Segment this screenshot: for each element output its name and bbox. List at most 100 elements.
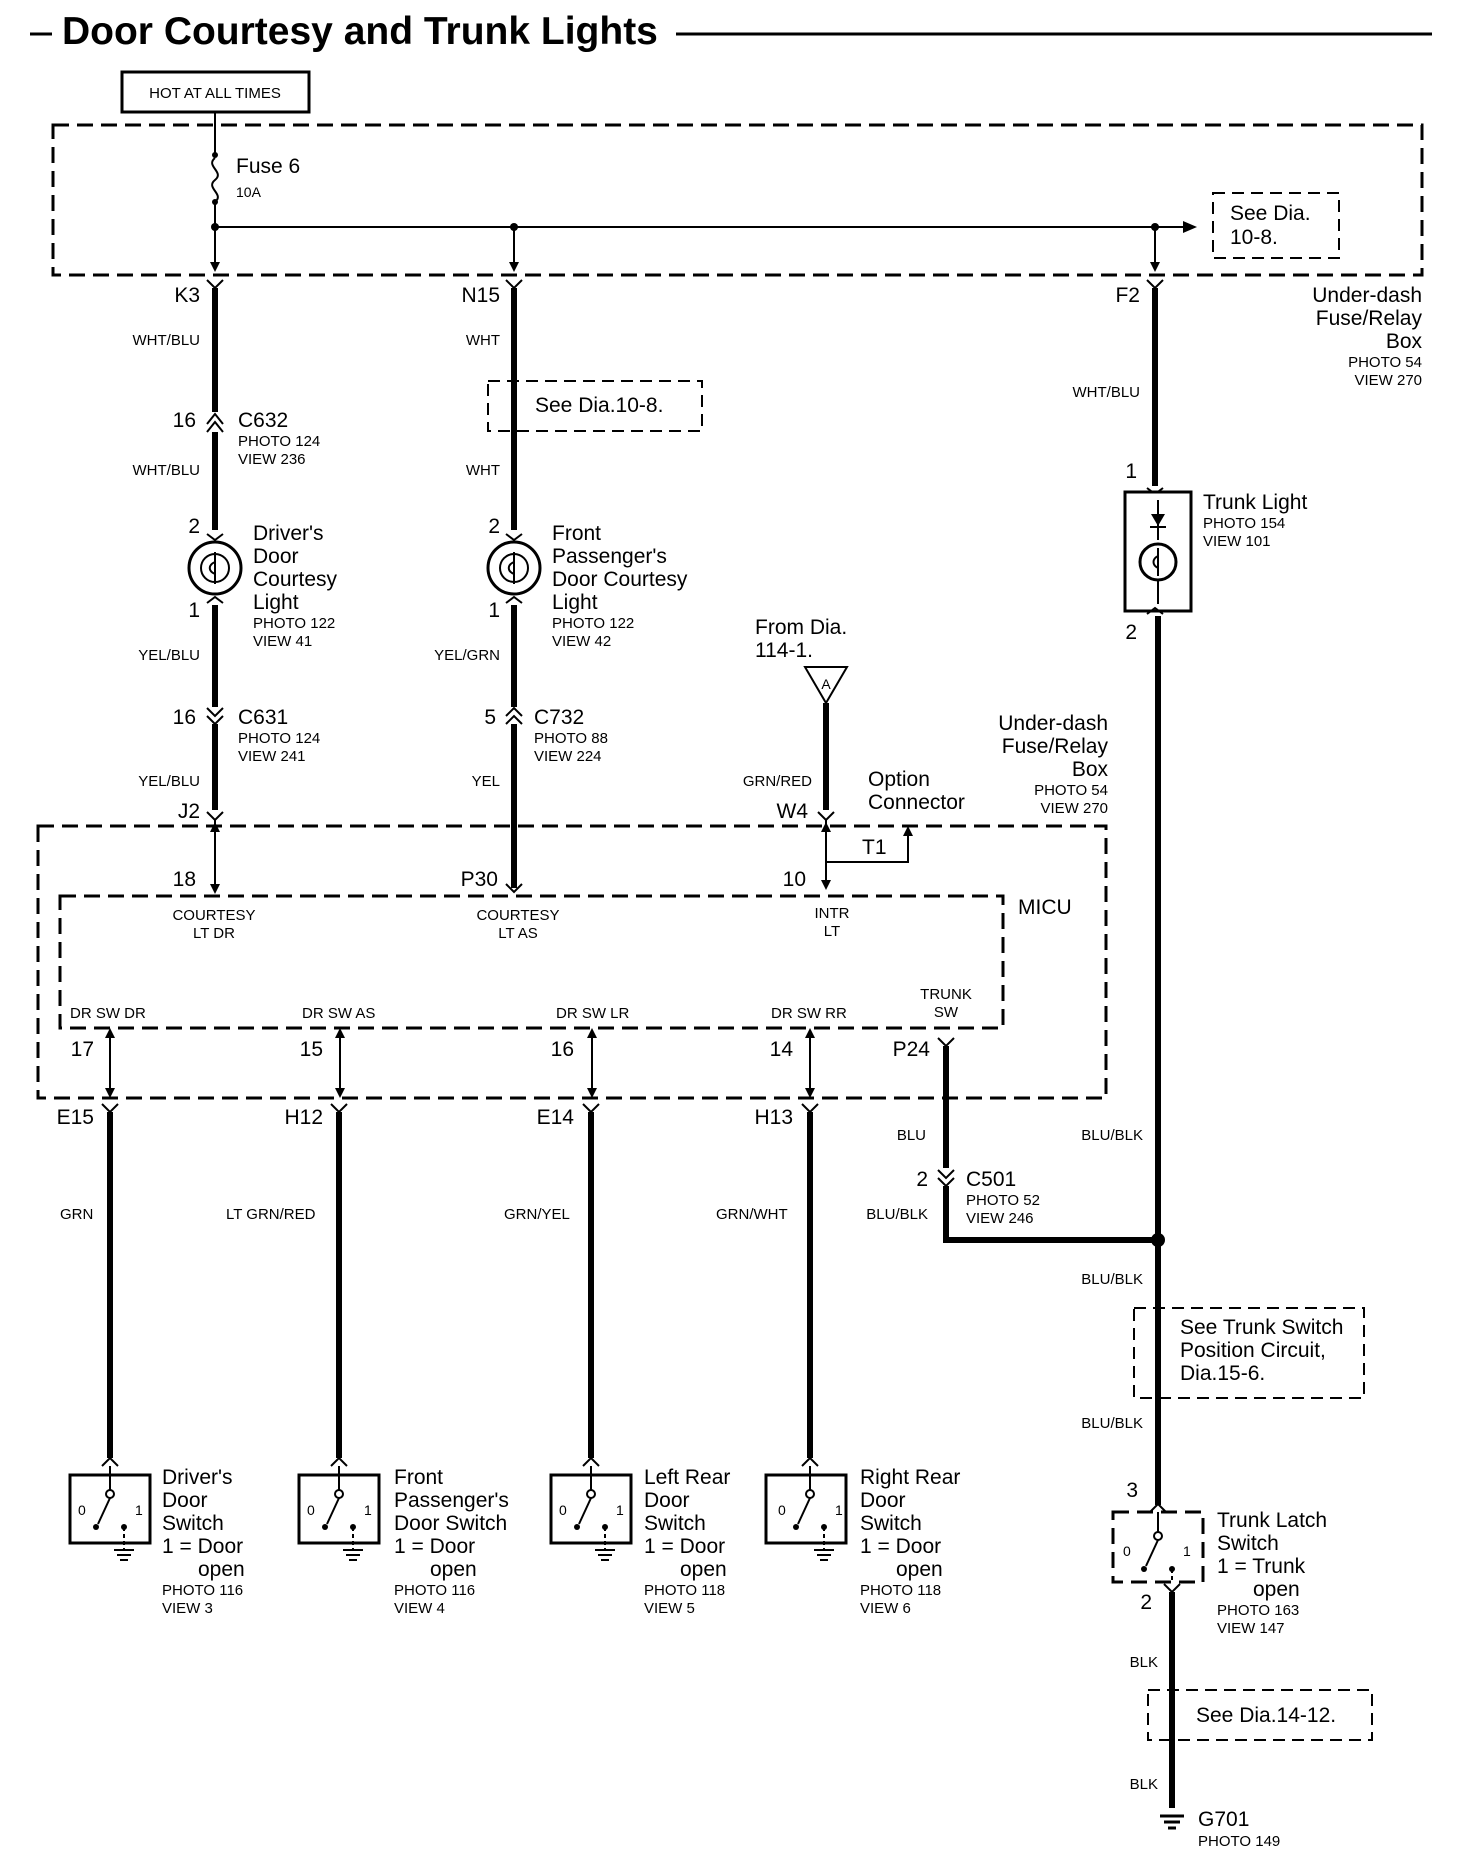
micu-name: MICU [1018, 896, 1072, 919]
svg-text:VIEW 246: VIEW 246 [966, 1210, 1034, 1227]
svg-text:1 = Door: 1 = Door [162, 1535, 243, 1558]
svg-text:YEL/BLU: YEL/BLU [138, 773, 200, 790]
micu-intr-lt: INTR LT [815, 905, 850, 940]
svg-text:VIEW 224: VIEW 224 [534, 748, 602, 765]
fuse-box-label: Under-dash Fuse/Relay Box PHOTO 54 VIEW … [1312, 284, 1422, 389]
hot-at-all-times-label: HOT AT ALL TIMES [149, 85, 281, 102]
ground-g701-symbol [1160, 1814, 1184, 1830]
door-switch-wires [101, 1103, 819, 1458]
svg-text:LT: LT [824, 923, 840, 940]
micu-dr-sw-rr: DR SW RR [771, 1005, 847, 1022]
svg-text:GRN/RED: GRN/RED [743, 773, 812, 790]
svg-text:2: 2 [916, 1168, 928, 1191]
terminal-w4: W4 [777, 800, 809, 823]
svg-text:16: 16 [173, 706, 196, 729]
connector-c732-symbol [505, 706, 523, 725]
svg-text:PHOTO 54: PHOTO 54 [1034, 782, 1108, 799]
svg-text:WHT/BLU: WHT/BLU [1073, 384, 1141, 401]
svg-text:C732: C732 [534, 706, 584, 729]
svg-text:PHOTO 122: PHOTO 122 [552, 615, 634, 632]
svg-text:C631: C631 [238, 706, 288, 729]
svg-text:P30: P30 [461, 868, 498, 891]
svg-text:PHOTO 154: PHOTO 154 [1203, 515, 1285, 532]
svg-text:VIEW 241: VIEW 241 [238, 748, 306, 765]
passenger-door-switch: 0 1 [297, 1456, 381, 1561]
svg-text:C632: C632 [238, 409, 288, 432]
fuse-symbol [211, 157, 219, 203]
svg-text:Switch: Switch [860, 1512, 922, 1535]
svg-text:1: 1 [1183, 1543, 1191, 1559]
connector-c631-symbol [206, 707, 224, 726]
svg-text:Right Rear: Right Rear [860, 1466, 960, 1489]
micu-trunk-sw: TRUNK SW [920, 986, 972, 1021]
svg-text:18: 18 [173, 868, 196, 891]
svg-text:SW: SW [934, 1004, 959, 1021]
svg-text:1 = Trunk: 1 = Trunk [1217, 1555, 1306, 1578]
svg-text:PHOTO 122: PHOTO 122 [253, 615, 335, 632]
left-rear-door-switch: 0 1 [549, 1456, 633, 1561]
svg-text:See Dia.: See Dia. [1230, 202, 1311, 225]
svg-text:Driver's: Driver's [162, 1466, 233, 1489]
svg-text:1: 1 [616, 1502, 624, 1518]
splice-point [1151, 1233, 1165, 1247]
svg-text:G701: G701 [1198, 1808, 1249, 1831]
svg-text:Position Circuit,: Position Circuit, [1180, 1339, 1326, 1362]
wire-label-e15: GRN [60, 1206, 93, 1223]
see-dia-10-8-ref: See Dia.10-8. [487, 380, 703, 432]
svg-text:PHOTO 116: PHOTO 116 [394, 1582, 475, 1599]
svg-text:PHOTO 88: PHOTO 88 [534, 730, 608, 747]
svg-text:5: 5 [484, 706, 496, 729]
connector-c501-symbol [937, 1169, 955, 1188]
fuse-name: Fuse 6 [236, 155, 300, 178]
svg-text:VIEW 3: VIEW 3 [162, 1600, 213, 1617]
svg-text:WHT: WHT [466, 332, 500, 349]
svg-text:Switch: Switch [162, 1512, 224, 1535]
svg-text:LT DR: LT DR [193, 925, 235, 942]
left-rear-door-switch-label: Left Rear Door Switch 1 = Door open PHOT… [644, 1466, 730, 1617]
trunk-light-label: Trunk Light PHOTO 154 VIEW 101 [1203, 491, 1307, 550]
svg-text:0: 0 [1123, 1543, 1131, 1559]
bus-arrow [1183, 221, 1197, 233]
svg-text:VIEW 236: VIEW 236 [238, 451, 306, 468]
svg-text:VIEW 101: VIEW 101 [1203, 533, 1271, 550]
see-dia-14-12-ref: See Dia.14-12. [1147, 1689, 1373, 1741]
svg-text:1: 1 [835, 1502, 843, 1518]
svg-text:1: 1 [364, 1502, 372, 1518]
svg-text:A: A [821, 676, 831, 692]
passenger-door-switch-label: Front Passenger's Door Switch 1 = Door o… [394, 1466, 509, 1617]
svg-text:PHOTO 118: PHOTO 118 [644, 1582, 725, 1599]
svg-text:LT AS: LT AS [498, 925, 537, 942]
svg-text:Front: Front [552, 522, 601, 545]
driver-door-courtesy-light-symbol [187, 540, 243, 596]
svg-text:Connector: Connector [868, 791, 965, 814]
see-dia-10-8-ref-box: See Dia. 10-8. [1212, 192, 1340, 259]
svg-text:0: 0 [307, 1502, 315, 1518]
wire-label-e14: GRN/YEL [504, 1206, 570, 1223]
svg-text:Door Courtesy: Door Courtesy [552, 568, 688, 591]
svg-text:14: 14 [770, 1038, 794, 1061]
passenger-door-courtesy-light-label: Front Passenger's Door Courtesy Light PH… [552, 522, 688, 650]
svg-text:Under-dash: Under-dash [1312, 284, 1422, 307]
svg-text:BLK: BLK [1130, 1776, 1158, 1793]
svg-text:Door: Door [644, 1489, 690, 1512]
svg-text:C501: C501 [966, 1168, 1016, 1191]
micu-dr-sw-as: DR SW AS [302, 1005, 375, 1022]
svg-text:Box: Box [1072, 758, 1109, 781]
svg-text:PHOTO 124: PHOTO 124 [238, 730, 320, 747]
svg-text:WHT: WHT [466, 462, 500, 479]
svg-text:114-1.: 114-1. [755, 639, 813, 662]
fuse-box-label-lower: Under-dash Fuse/Relay Box PHOTO 54 VIEW … [998, 712, 1108, 817]
svg-text:Light: Light [253, 591, 299, 614]
svg-text:Door: Door [162, 1489, 208, 1512]
svg-text:1: 1 [488, 599, 500, 622]
trunk-latch-switch-label: Trunk Latch Switch 1 = Trunk open PHOTO … [1217, 1509, 1327, 1637]
svg-text:BLU/BLK: BLU/BLK [1081, 1415, 1143, 1432]
svg-text:VIEW 147: VIEW 147 [1217, 1620, 1285, 1637]
svg-text:Passenger's: Passenger's [394, 1489, 509, 1512]
svg-text:PHOTO 124: PHOTO 124 [238, 433, 320, 450]
micu-courtesy-lt-as: COURTESY LT AS [476, 907, 559, 942]
connector-c732-label: C732 PHOTO 88 VIEW 224 [534, 706, 608, 765]
svg-text:VIEW 5: VIEW 5 [644, 1600, 695, 1617]
micu-courtesy-lt-dr: COURTESY LT DR [172, 907, 255, 942]
svg-text:VIEW 4: VIEW 4 [394, 1600, 445, 1617]
